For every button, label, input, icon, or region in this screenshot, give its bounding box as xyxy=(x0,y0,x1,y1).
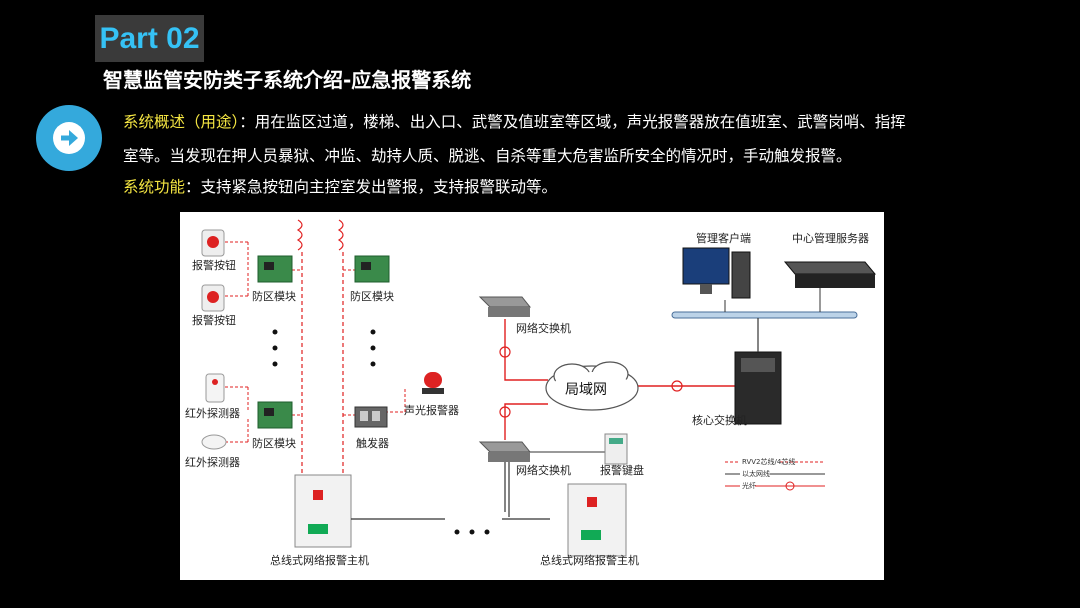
page-title: 智慧监管安防类子系统介绍-应急报警系统 xyxy=(103,68,472,92)
sound-light-alarm-icon xyxy=(422,372,444,394)
ir-detector-icon xyxy=(201,434,227,450)
ir-detector-label-2: 红外探测器 xyxy=(185,456,240,469)
legend-fiber: 光纤 xyxy=(742,481,756,490)
bus-alarm-host-icon xyxy=(294,474,352,548)
network-diagram: 报警按钮 报警按钮 防区模块 防区模块 防区模块 红外探测器 红外探测器 xyxy=(180,212,884,580)
zone-module-icon xyxy=(354,255,390,283)
legend-ethernet: 以太网线 xyxy=(742,469,770,478)
legend: RVV2芯线/4芯线 以太网线 光纤 xyxy=(725,457,825,491)
zone-module-label-2: 防区模块 xyxy=(350,289,394,303)
alarm-button-icon xyxy=(201,229,225,257)
management-client-icon xyxy=(682,247,751,299)
overview-label: 系统概述（用途） xyxy=(123,113,240,131)
bus-host-label-right: 总线式网络报警主机 xyxy=(540,553,639,567)
function-label: 系统功能 xyxy=(123,178,186,196)
bus-lines xyxy=(301,252,344,482)
network-switch-icon xyxy=(478,441,532,462)
trigger-icon xyxy=(354,406,388,428)
zone-module-label-3: 防区模块 xyxy=(252,436,296,450)
central-server-label: 中心管理服务器 xyxy=(792,231,869,245)
zone-module-label-1: 防区模块 xyxy=(252,289,296,303)
overview-line2: 室等。当发现在押人员暴狱、冲监、劫持人质、脱逃、自杀等重大危害监所安全的情况时，… xyxy=(123,147,852,165)
bus-host-label-left: 总线式网络报警主机 xyxy=(270,553,369,567)
zone-module-icon xyxy=(257,255,293,283)
lan-cloud-icon xyxy=(545,361,639,411)
network-switch-label-bottom: 网络交换机 xyxy=(516,463,571,477)
function-text: ：支持紧急按钮向主控室发出警报，支持报警联动等。 xyxy=(185,178,558,196)
overview-line1: 系统概述（用途）：用在监区过道，楼梯、出入口、武警及值班室等区域，声光报警器放在… xyxy=(123,107,906,137)
bus-breaks xyxy=(296,219,344,251)
bus-alarm-host-icon xyxy=(567,483,627,557)
alarm-button-label-1: 报警按钮 xyxy=(192,258,236,272)
ir-detector-icon xyxy=(205,373,225,403)
alarm-keypad-label: 报警键盘 xyxy=(600,463,644,477)
network-switch-icon xyxy=(478,296,532,317)
central-server-icon xyxy=(783,261,877,288)
alarm-keypad-icon xyxy=(604,433,628,465)
trigger-label: 触发器 xyxy=(356,436,389,450)
management-client-label: 管理客户端 xyxy=(696,231,751,245)
overview-text-1: ：用在监区过道，楼梯、出入口、武警及值班室等区域，声光报警器放在值班室、武警岗哨… xyxy=(239,113,906,131)
core-switch-label: 核心交换机 xyxy=(692,413,747,427)
part-label: Part 02 xyxy=(99,21,200,55)
alarm-button-label-2: 报警按钮 xyxy=(192,313,236,327)
part-badge: Part 02 xyxy=(95,15,204,62)
ir-detector-label-1: 红外探测器 xyxy=(185,407,240,420)
arrow-right-circle-icon xyxy=(36,105,102,171)
lan-label: 局域网 xyxy=(565,382,607,398)
zone-module-icon xyxy=(257,401,293,429)
network-switch-label-top: 网络交换机 xyxy=(516,321,571,335)
sound-light-alarm-label: 声光报警器 xyxy=(404,403,459,417)
legend-rvv: RVV2芯线/4芯线 xyxy=(742,457,795,466)
function-line: 系统功能：支持紧急按钮向主控室发出警报，支持报警联动等。 xyxy=(123,172,557,202)
alarm-button-icon xyxy=(201,284,225,312)
